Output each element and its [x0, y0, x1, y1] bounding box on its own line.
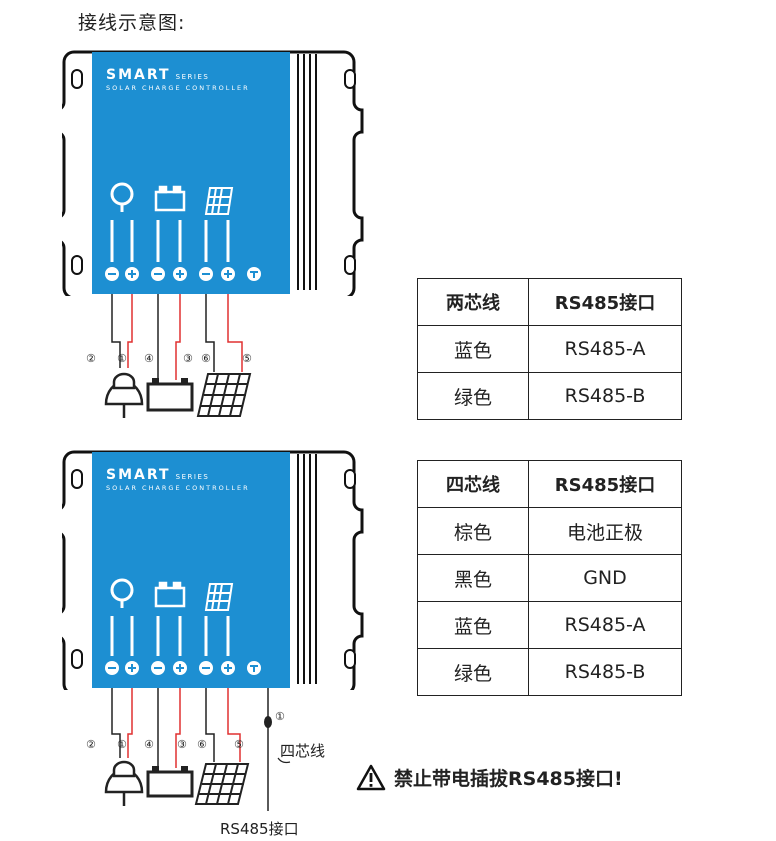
- table-row: 蓝色 RS485-A: [417, 601, 682, 649]
- table-cell: GND: [528, 554, 682, 602]
- table-cell: 绿色: [417, 372, 529, 420]
- solar-panel-icon: [204, 187, 234, 215]
- curved-arrow: [277, 757, 291, 764]
- table-header: 两芯线: [417, 278, 529, 326]
- solar-panel-icon: [204, 583, 234, 611]
- controller-top: SMART SERIES SOLAR CHARGE CONTROLLER: [62, 44, 372, 296]
- solar-symbol: [196, 373, 252, 417]
- terminal-label-4: ④: [144, 738, 154, 751]
- table-cell: 电池正极: [528, 507, 682, 555]
- table-cell: 蓝色: [417, 601, 529, 649]
- table-header: RS485接口: [528, 460, 682, 508]
- cable-marker: ①: [275, 710, 285, 723]
- four-core-table: 四芯线 RS485接口 棕色 电池正极 黑色 GND 蓝色 RS485-A 绿色…: [417, 460, 682, 696]
- terminal-label-3: ③: [177, 738, 187, 751]
- lamp-icon: [110, 578, 134, 608]
- wiring-bottom: [104, 688, 291, 811]
- two-core-table: 两芯线 RS485接口 蓝色 RS485-A 绿色 RS485-B: [417, 278, 682, 420]
- wiring-top: [104, 294, 252, 418]
- front-panel: SMART SERIES SOLAR CHARGE CONTROLLER: [92, 52, 290, 294]
- panel-graphics: [105, 182, 261, 281]
- table-cell: 绿色: [417, 648, 529, 696]
- lamp-symbol: [104, 372, 144, 418]
- warning-notice: 禁止带电插拔RS485接口!: [356, 764, 623, 791]
- table-row: 黑色 GND: [417, 554, 682, 602]
- terminal-label-6: ⑥: [197, 738, 207, 751]
- battery-symbol: [146, 378, 194, 412]
- diagram-title: 接线示意图:: [78, 12, 186, 34]
- brand-logo: SMART SERIES SOLAR CHARGE CONTROLLER: [106, 67, 250, 92]
- table-cell: 蓝色: [417, 325, 529, 373]
- table-cell: RS485-B: [528, 372, 682, 420]
- lamp-symbol: [104, 760, 144, 806]
- terminal-label-2: ②: [86, 352, 96, 365]
- battery-symbol: [146, 766, 194, 798]
- table-row: 棕色 电池正极: [417, 507, 682, 555]
- terminal-label-3: ③: [183, 352, 193, 365]
- solar-symbol: [194, 763, 250, 805]
- table-cell: 黑色: [417, 554, 529, 602]
- four-core-label: 四芯线: [280, 742, 326, 760]
- table-cell: RS485-A: [528, 325, 682, 373]
- terminal-label-1: ①: [117, 738, 127, 751]
- lamp-icon: [110, 182, 134, 212]
- battery-icon: [154, 581, 186, 608]
- table-row: 蓝色 RS485-A: [417, 325, 682, 373]
- brand-logo: SMART SERIES SOLAR CHARGE CONTROLLER: [106, 467, 250, 492]
- table-header: RS485接口: [528, 278, 682, 326]
- terminal-label-6: ⑥: [201, 352, 211, 365]
- terminal-label-1: ①: [117, 352, 127, 365]
- panel-graphics: [105, 578, 261, 675]
- table-cell: RS485-A: [528, 601, 682, 649]
- controller-bottom: SMART SERIES SOLAR CHARGE CONTROLLER: [62, 446, 372, 690]
- terminal-label-2: ②: [86, 738, 96, 751]
- table-cell: 棕色: [417, 507, 529, 555]
- warning-triangle-icon: [356, 764, 386, 791]
- terminal-label-4: ④: [144, 352, 154, 365]
- warning-text: 禁止带电插拔RS485接口!: [394, 768, 623, 790]
- terminal-label-5: ⑤: [242, 352, 252, 365]
- rs485-port-label: RS485接口: [220, 820, 299, 838]
- terminal-label-5: ⑤: [234, 738, 244, 751]
- table-row: 绿色 RS485-B: [417, 648, 682, 696]
- table-header: 四芯线: [417, 460, 529, 508]
- front-panel: SMART SERIES SOLAR CHARGE CONTROLLER: [92, 452, 290, 688]
- table-row: 绿色 RS485-B: [417, 372, 682, 420]
- table-cell: RS485-B: [528, 648, 682, 696]
- cable-connector: [264, 716, 272, 728]
- battery-icon: [154, 185, 186, 212]
